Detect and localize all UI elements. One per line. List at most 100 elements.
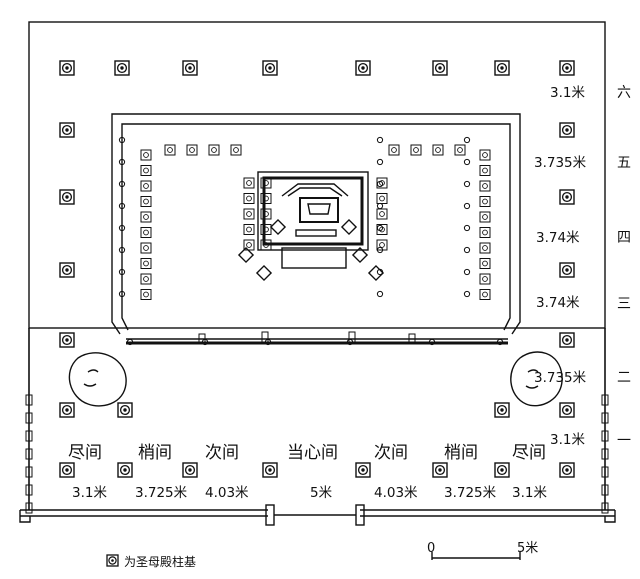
column-base-26 — [432, 462, 448, 478]
column-base-1 — [59, 60, 75, 76]
wall-post-23 — [463, 290, 471, 298]
statue-marker-18 — [479, 273, 491, 285]
scale-end: 5米 — [517, 541, 538, 556]
wall-post-11 — [463, 202, 471, 210]
statue-marker-32 — [243, 224, 255, 235]
bay-name-7: 尽间 — [512, 443, 546, 463]
door-frame-3 — [348, 331, 356, 343]
wall-post-19 — [118, 268, 126, 276]
statue-marker-43 — [376, 239, 388, 251]
corridor-post — [25, 412, 33, 424]
column-base-6 — [432, 60, 448, 76]
wall-post-7 — [118, 180, 126, 188]
altar-inner — [262, 176, 364, 246]
bay-width-7: 3.1米 — [512, 485, 547, 501]
bay-name-1: 尽间 — [68, 443, 102, 463]
tree-left — [68, 352, 127, 407]
statue-marker-37 — [260, 224, 272, 235]
wall-post-6 — [376, 158, 384, 166]
depth-numeral-1: 一 — [617, 433, 631, 449]
statue-marker-22 — [186, 144, 198, 156]
front-gate-2 — [355, 504, 365, 526]
wall-post-1 — [118, 136, 126, 144]
wall-post-12 — [376, 202, 384, 210]
wall-post-25 — [126, 338, 134, 346]
wall-post-13 — [118, 224, 126, 232]
statue-marker-8 — [479, 196, 491, 207]
wall-post-3 — [376, 136, 384, 144]
altar-table — [295, 229, 337, 237]
wall-post-14 — [463, 224, 471, 232]
bay-name-3: 次间 — [205, 443, 239, 463]
statue-marker-30 — [243, 193, 255, 204]
depth-widths: 3.1米 3.735米 3.74米 3.74米 3.735米 3.1米 — [534, 85, 587, 448]
depth-numeral-6: 六 — [617, 85, 631, 101]
column-base-4 — [262, 60, 278, 76]
wall-post-9 — [376, 180, 384, 188]
column-base-20 — [559, 402, 575, 418]
statue-marker-33 — [243, 239, 255, 251]
wall-post-24 — [376, 290, 384, 298]
wall-posts — [25, 136, 609, 514]
column-base-11 — [59, 189, 75, 205]
statue-marker-26 — [410, 144, 422, 156]
front-gate — [265, 504, 275, 526]
statue-marker-11 — [140, 227, 152, 238]
column-base-25 — [355, 462, 371, 478]
depth-numeral-2: 二 — [617, 370, 631, 386]
statue-marker-13 — [140, 242, 152, 254]
tree-right — [510, 351, 563, 407]
wall-post-17 — [463, 246, 471, 254]
column-base-12 — [559, 189, 575, 205]
legend: 为圣母殿柱基 — [106, 554, 196, 569]
wall-post-18 — [376, 246, 384, 254]
statue-markers — [140, 144, 491, 300]
depth-numeral-4: 四 — [617, 230, 631, 246]
corridor-post — [601, 394, 609, 406]
statue-seat — [299, 197, 339, 223]
depth-numerals: 六 五 四 三 二 一 — [617, 85, 631, 449]
column-base-15 — [59, 332, 75, 348]
wall-post-2 — [463, 136, 471, 144]
wall-post-16 — [118, 246, 126, 254]
statue-marker-15 — [140, 258, 152, 269]
corridor-post — [601, 430, 609, 442]
depth-width-1: 3.1米 — [550, 432, 585, 448]
column-base-23 — [182, 462, 198, 478]
column-base-27 — [494, 462, 510, 478]
scale-bar: 0 5米 — [427, 541, 538, 556]
column-base-5 — [355, 60, 371, 76]
depth-width-2: 3.735米 — [534, 370, 587, 386]
platform-outline — [28, 21, 606, 329]
statue-marker-23 — [208, 144, 220, 156]
statue-marker-1 — [140, 149, 152, 161]
corridor-post — [25, 394, 33, 406]
legend-text: 为圣母殿柱基 — [124, 554, 196, 569]
corridor-post — [601, 466, 609, 478]
bay-name-5: 次间 — [374, 443, 408, 463]
column-base-24 — [262, 462, 278, 478]
column-base-21 — [59, 462, 75, 478]
bay-width-5: 4.03米 — [374, 485, 418, 501]
statue-marker-24 — [230, 144, 242, 156]
column-base-19 — [494, 402, 510, 418]
statue-marker-3 — [140, 165, 152, 176]
corridor-post — [601, 484, 609, 496]
statue-marker-7 — [140, 196, 152, 207]
corridor-post — [25, 484, 33, 496]
statue-marker-20 — [479, 289, 491, 300]
column-base-17 — [59, 402, 75, 418]
statue-marker-19 — [140, 289, 152, 300]
statue-marker-27 — [432, 144, 444, 156]
column-base-18 — [117, 402, 133, 418]
statue-marker-40 — [376, 193, 388, 204]
wall-post-29 — [428, 338, 436, 346]
statue-marker-10 — [479, 211, 491, 223]
door-frame-2 — [261, 331, 269, 343]
depth-width-4: 3.74米 — [536, 230, 580, 246]
bay-widths: 3.1米 3.725米 4.03米 5米 4.03米 3.725米 3.1米 — [72, 485, 547, 501]
wall-post-15 — [376, 224, 384, 232]
column-base-16 — [559, 332, 575, 348]
door-frame-4 — [408, 333, 416, 345]
statue-marker-34 — [260, 177, 272, 189]
